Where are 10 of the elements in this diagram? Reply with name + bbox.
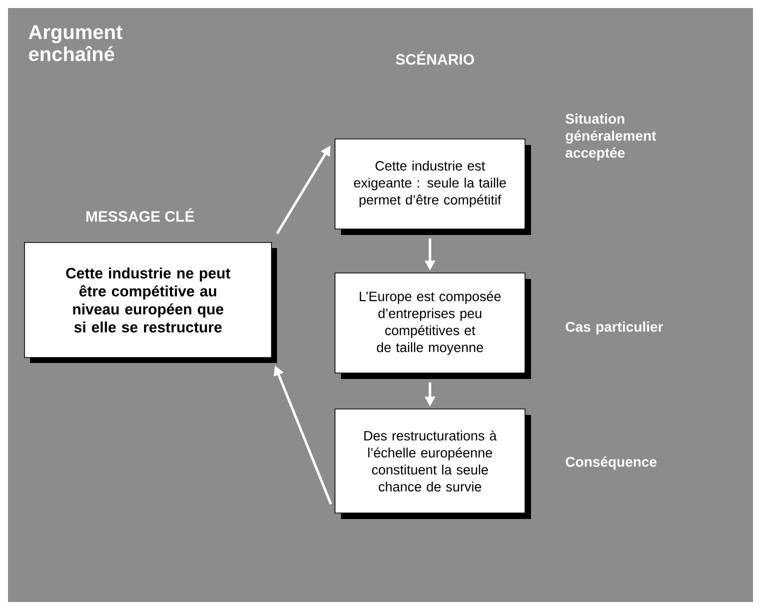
scenario-box: Des restructurations à l’échelle européenne constituent la seule chance de survie xyxy=(334,408,531,519)
side-label: Situation généralement acceptée xyxy=(566,113,656,161)
scenario-box: L’Europe est composée d’entreprises peu compétitives et de taille moyenne xyxy=(334,272,531,379)
key-message-box: Cette industrie ne peut être compétitive au niveau européen que si elle se restructure xyxy=(24,242,277,363)
title: Argument enchaîné xyxy=(28,25,122,62)
section-heading: SCÉNARIO xyxy=(396,51,474,65)
side-label: Cas particulier xyxy=(566,321,664,335)
scenario-box: Cette industrie est exigeante : seule la taille permet d’être compétitif xyxy=(334,138,531,235)
side-label: Conséquence xyxy=(566,456,657,470)
section-heading: MESSAGE CLÉ xyxy=(86,208,194,222)
